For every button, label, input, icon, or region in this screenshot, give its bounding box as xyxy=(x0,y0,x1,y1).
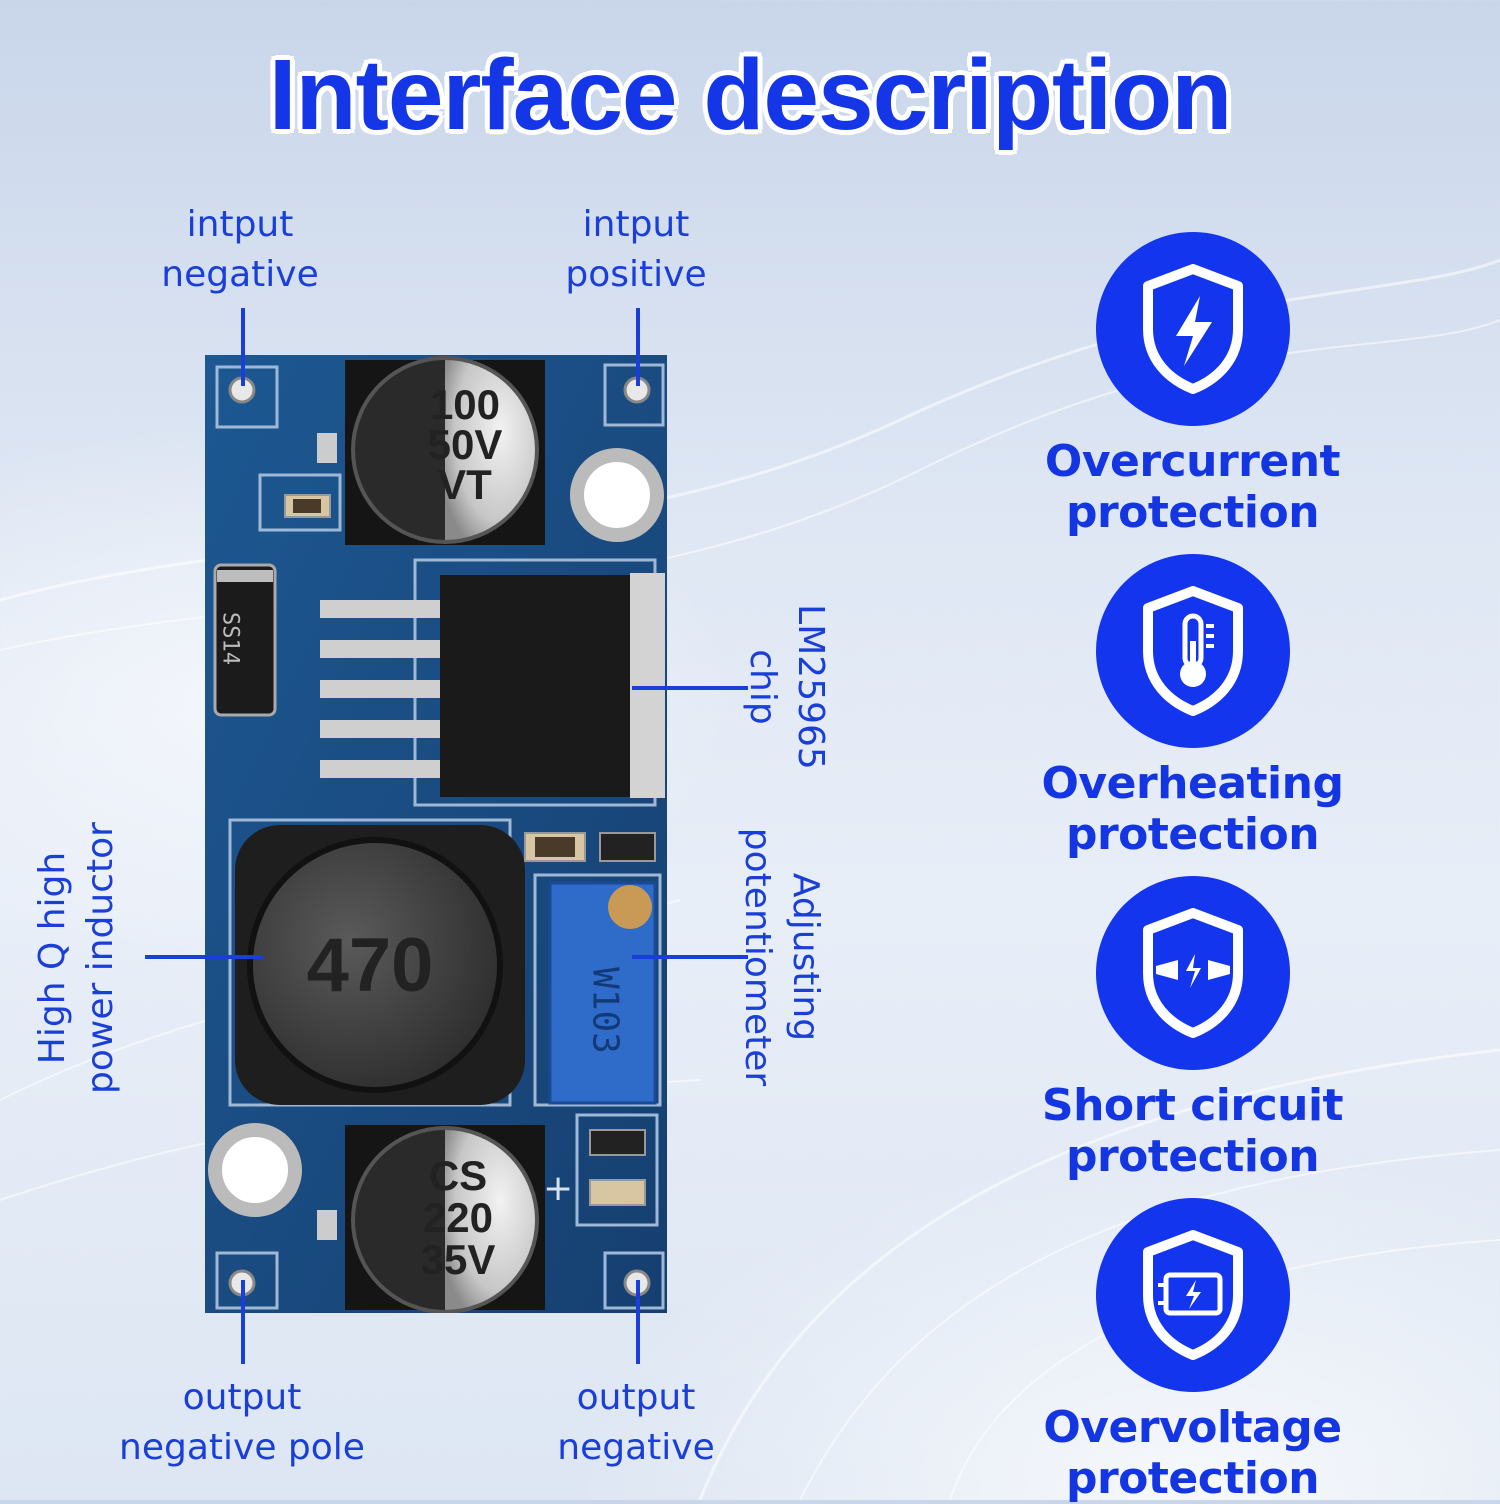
output-capacitor-label: CS 220 35V xyxy=(420,1152,496,1283)
mounting-holes xyxy=(208,376,664,1297)
feature-short-circuit: Short circuit protection xyxy=(925,876,1460,1182)
feature-overcurrent: Overcurrent protection xyxy=(925,232,1460,538)
label-chip: LM25965 chip xyxy=(742,604,831,770)
leader-input-negative xyxy=(241,308,245,386)
pcb-board: + xyxy=(205,355,667,1313)
shield-thermometer-icon xyxy=(1142,586,1243,716)
feature-label: Overheating protection xyxy=(1041,758,1344,860)
feature-icon-circle xyxy=(1095,232,1290,426)
leader-inductor xyxy=(145,955,263,959)
feature-overheating: Overheating protection xyxy=(925,554,1460,860)
label-input-positive: intput positive xyxy=(565,204,707,295)
leader-input-positive xyxy=(636,308,640,386)
leader-chip xyxy=(632,686,748,690)
potentiometer-mark: W103 xyxy=(584,967,626,1054)
shield-short-circuit-icon xyxy=(1142,908,1243,1038)
label-output-negative-pole: output negative pole xyxy=(119,1377,365,1468)
shield-lightning-icon xyxy=(1142,264,1243,394)
leader-output-negative-pole xyxy=(241,1280,245,1364)
diode-mark: SS14 xyxy=(217,612,243,665)
page-title: Interface description xyxy=(268,39,1233,151)
leader-output-negative xyxy=(636,1280,640,1364)
leader-potentiometer xyxy=(632,955,748,959)
feature-icon-circle xyxy=(1095,1198,1290,1392)
feature-label: Short circuit protection xyxy=(1041,1080,1344,1182)
shield-voltage-icon xyxy=(1142,1230,1243,1360)
inductor-mark: 470 xyxy=(306,923,434,1008)
svg-text:+: + xyxy=(543,1168,573,1209)
feature-label: Overvoltage protection xyxy=(1043,1402,1342,1504)
feature-icon-circle xyxy=(1095,876,1290,1070)
lm-chip xyxy=(320,573,665,798)
input-capacitor-label: 100 50V VT xyxy=(427,381,503,508)
label-output-negative: output negative xyxy=(557,1377,715,1468)
label-input-negative: intput negative xyxy=(161,204,319,295)
label-inductor: High Q high power inductor xyxy=(32,822,121,1094)
feature-icon-circle xyxy=(1095,554,1290,748)
feature-label: Overcurrent protection xyxy=(1044,436,1341,538)
feature-overvoltage: Overvoltage protection xyxy=(925,1198,1460,1504)
